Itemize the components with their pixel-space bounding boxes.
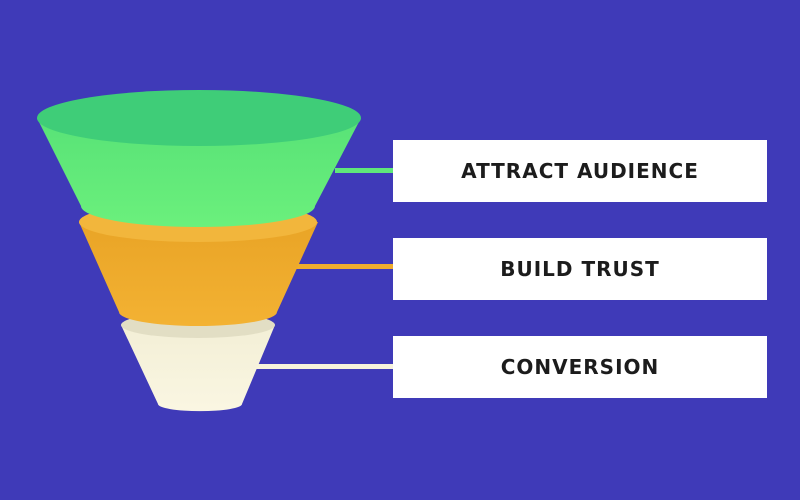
stage-label-text: ATTRACT AUDIENCE <box>461 159 699 183</box>
stage-label-text: BUILD TRUST <box>500 257 660 281</box>
funnel-stage-conversion <box>121 312 275 412</box>
funnel-stage-attract <box>37 90 361 227</box>
stage-label-text: CONVERSION <box>500 355 660 379</box>
stage-label-attract-audience: ATTRACT AUDIENCE <box>393 140 767 202</box>
stage-label-conversion: CONVERSION <box>393 336 767 398</box>
connector-line-trust <box>295 264 395 269</box>
connector-line-attract <box>335 168 395 173</box>
connector-line-conversion <box>250 364 395 369</box>
stage-label-build-trust: BUILD TRUST <box>393 238 767 300</box>
